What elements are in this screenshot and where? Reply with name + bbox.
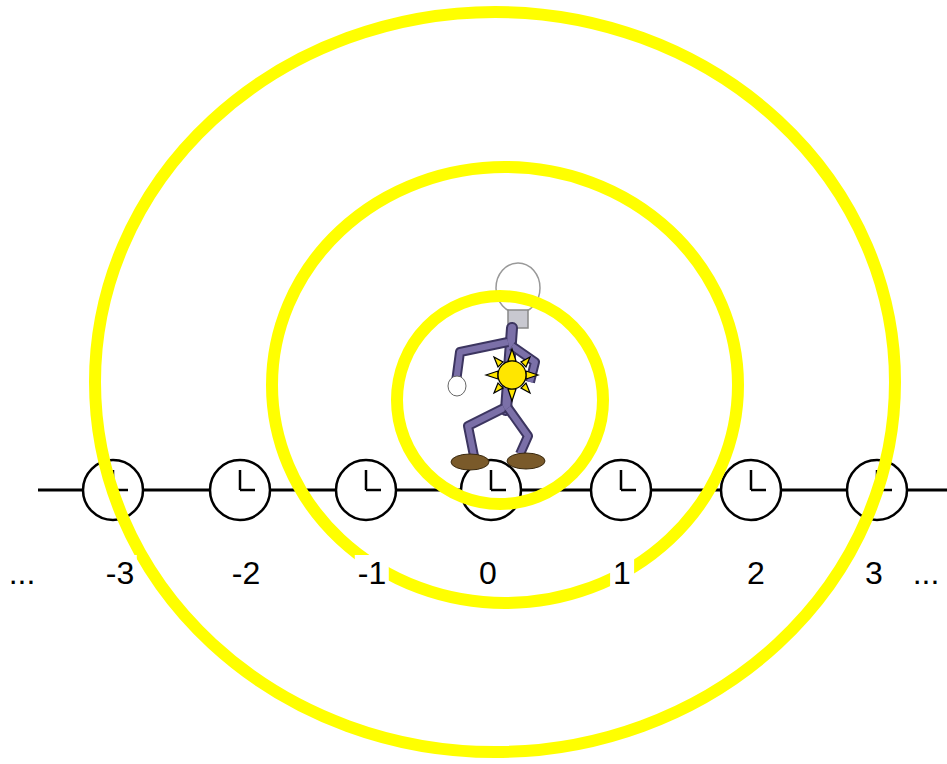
light-flash (486, 349, 538, 401)
wavefront-ring (397, 296, 603, 504)
axis-number: 3 (862, 555, 886, 591)
axis-number: ... (910, 555, 943, 591)
clock-symbol (721, 460, 781, 520)
axis-number: 2 (744, 555, 768, 591)
axis-number: -1 (355, 555, 389, 591)
axis-number: 1 (610, 555, 634, 591)
clocks (83, 460, 907, 520)
clock-symbol (210, 460, 270, 520)
wavefront-ring (95, 12, 895, 752)
axis-number: 0 (476, 555, 500, 591)
wavefront-rings (95, 12, 895, 752)
axis-number: -2 (229, 555, 263, 591)
clock-symbol (591, 460, 651, 520)
wavefront-ring (272, 167, 738, 603)
clock-symbol (336, 460, 396, 520)
axis-number: ... (6, 555, 39, 591)
axis-number: -3 (103, 555, 137, 591)
